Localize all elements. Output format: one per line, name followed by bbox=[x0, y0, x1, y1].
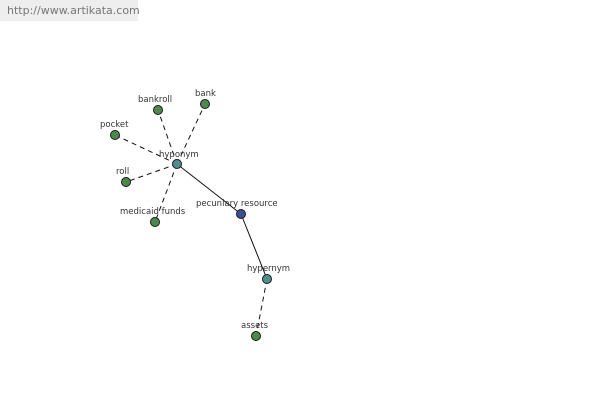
node-label-pocket: pocket bbox=[100, 120, 129, 130]
node-hyponym[interactable]: hyponym bbox=[159, 150, 199, 169]
edge-hyponym-medicaid-funds bbox=[154, 163, 178, 223]
node-circle-bank[interactable] bbox=[200, 99, 210, 109]
node-circle-pecuniary-resource[interactable] bbox=[236, 209, 246, 219]
node-circle-pocket[interactable] bbox=[110, 130, 120, 140]
node-label-medicaid-funds: medicaid funds bbox=[120, 207, 186, 217]
node-assets[interactable]: assets bbox=[241, 321, 269, 341]
node-bankroll[interactable]: bankroll bbox=[138, 95, 172, 115]
edge-hyponym-bankroll bbox=[157, 109, 178, 165]
node-label-pecuniary-resource: pecuniary resource bbox=[196, 199, 278, 209]
node-circle-roll[interactable] bbox=[121, 177, 131, 187]
node-label-bank: bank bbox=[195, 89, 216, 99]
node-hypernym[interactable]: hypernym bbox=[247, 264, 290, 284]
node-circle-hypernym[interactable] bbox=[262, 274, 272, 284]
edge-hyponym-bank bbox=[176, 103, 206, 165]
node-label-bankroll: bankroll bbox=[138, 95, 172, 105]
node-roll[interactable]: roll bbox=[116, 167, 131, 187]
edge-hyponym-pocket bbox=[114, 134, 178, 165]
site-link[interactable]: http://www.artikata.com bbox=[0, 0, 140, 21]
node-circle-bankroll[interactable] bbox=[153, 105, 163, 115]
graph-nodes: pecuniary resourcehyponymhypernymbankrol… bbox=[100, 89, 290, 341]
node-circle-assets[interactable] bbox=[251, 331, 261, 341]
edge-pecuniary-resource-hypernym bbox=[240, 213, 268, 280]
node-circle-medicaid-funds[interactable] bbox=[150, 217, 160, 227]
node-bank[interactable]: bank bbox=[195, 89, 216, 109]
node-pecuniary-resource[interactable]: pecuniary resource bbox=[196, 199, 278, 219]
node-circle-hyponym[interactable] bbox=[172, 159, 182, 169]
node-label-assets: assets bbox=[241, 321, 269, 331]
edge-hypernym-assets bbox=[255, 278, 268, 337]
graph-edges bbox=[114, 103, 268, 337]
node-label-hypernym: hypernym bbox=[247, 264, 290, 274]
edge-pecuniary-resource-hyponym bbox=[176, 163, 242, 215]
node-medicaid-funds[interactable]: medicaid funds bbox=[120, 207, 186, 227]
node-pocket[interactable]: pocket bbox=[100, 120, 129, 140]
node-label-hyponym: hyponym bbox=[159, 150, 199, 160]
edge-hyponym-roll bbox=[125, 163, 178, 183]
node-label-roll: roll bbox=[116, 167, 129, 177]
